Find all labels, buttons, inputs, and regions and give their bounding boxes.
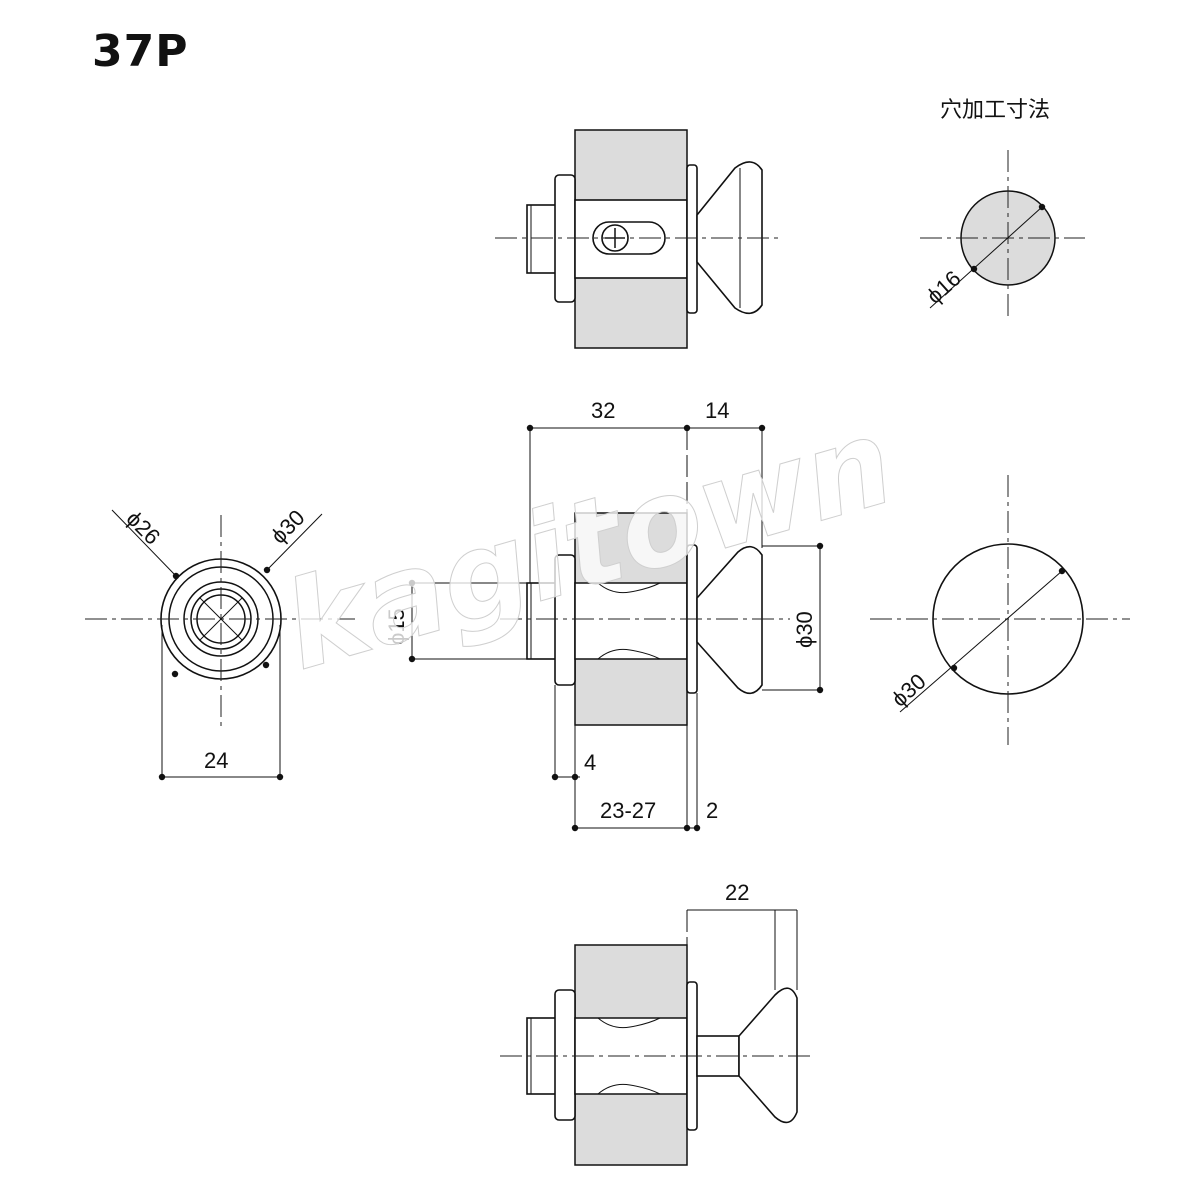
top-flange [686, 164, 698, 314]
right-knob-face-view: ϕ30 [870, 475, 1130, 745]
dim-side-23-27: 23-27 [600, 798, 656, 823]
dim-right-phi30: ϕ30 [887, 669, 931, 712]
dim-side-2: 2 [706, 798, 718, 823]
dim-side-4: 4 [584, 750, 596, 775]
hole-dimension-title: 穴加工寸法 [940, 98, 1051, 123]
bottom-washer [554, 989, 576, 1121]
top-side-view [495, 129, 780, 349]
dim-side-phi30: ϕ30 [792, 611, 817, 648]
bottom-side-view: 22 [500, 880, 810, 1166]
middle-knob [696, 545, 763, 695]
hole-dimension-view: ϕ16 [920, 150, 1085, 320]
middle-side-view: 32 14 ϕ15 ϕ30 4 23-27 2 [384, 398, 824, 832]
dim-front-phi30: ϕ30 [266, 505, 310, 549]
dim-side-14: 14 [705, 398, 729, 423]
dim-side-32: 32 [591, 398, 615, 423]
dim-front-24: 24 [204, 748, 228, 773]
dim-hole-phi16: ϕ16 [922, 266, 966, 309]
bottom-knob [738, 987, 798, 1124]
dim-bottom-22: 22 [725, 880, 749, 905]
dim-side-phi15: ϕ15 [384, 608, 409, 645]
page-title: 37P [92, 26, 189, 77]
dim-front-phi26: ϕ26 [121, 506, 165, 550]
